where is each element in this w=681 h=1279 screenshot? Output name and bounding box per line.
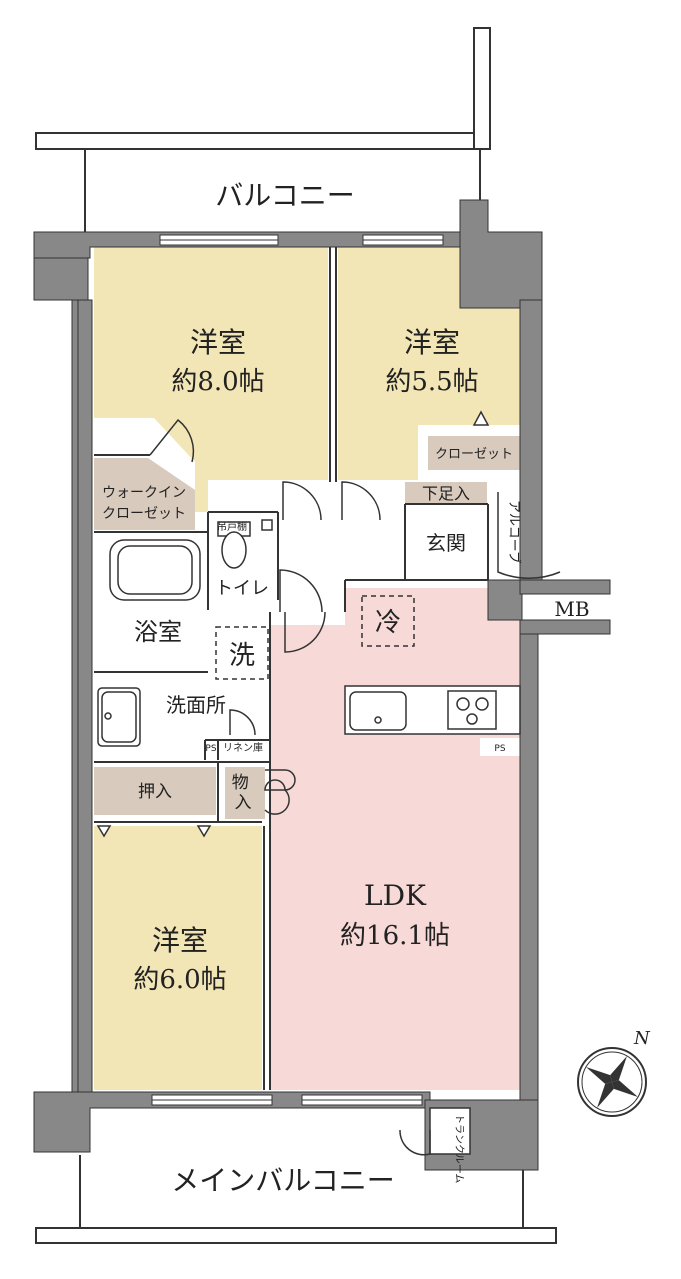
western-nw-name: 洋室	[190, 326, 246, 359]
room-fill-western-ne	[338, 247, 520, 480]
western-ne-size: 約5.5帖	[385, 367, 478, 397]
bathtub	[109, 539, 201, 601]
room-fill-storage	[225, 767, 265, 819]
top-balcony-rail	[35, 27, 491, 232]
closet-ne-label: クローゼット	[435, 447, 513, 462]
north-label: N	[633, 1028, 651, 1049]
windows	[151, 234, 444, 1106]
toilet-label: トイレ	[215, 578, 269, 599]
storage-label-text: 物	[232, 773, 249, 793]
linen-label: リネン庫	[223, 741, 263, 754]
washroom-label: 洗面所	[166, 693, 226, 717]
entrance-label: 玄関	[426, 531, 466, 555]
trunk-room-label: トランクルーム	[453, 1114, 465, 1183]
room-fill-western-sw	[94, 826, 262, 1090]
balcony-top-label: バルコニー	[215, 179, 354, 212]
room-fill-shoe	[405, 482, 487, 504]
mb-box	[519, 579, 611, 635]
compass-icon	[577, 1047, 647, 1117]
storage-label: 物 入	[232, 773, 254, 813]
ps-label-kitchen: PS	[494, 744, 505, 754]
western-sw-name: 洋室	[152, 924, 208, 957]
walkin-label-1: ウォークイン	[102, 485, 186, 501]
partitions	[94, 247, 489, 1090]
fridge-box	[361, 595, 415, 647]
room-fill-oshiire	[94, 767, 216, 815]
trunk-room	[429, 1107, 471, 1155]
shoe-label: 下足入	[422, 484, 470, 503]
washer-label: 洗	[229, 641, 255, 671]
oshiire-label: 押入	[138, 782, 172, 802]
storage-label-text-2: 入	[235, 793, 252, 813]
bottom-balcony-rail	[35, 1155, 557, 1244]
kitchen-counter	[344, 685, 521, 735]
western-nw-size: 約8.0帖	[171, 367, 264, 397]
washer-box	[215, 626, 269, 680]
room-fill-closet-ne	[428, 436, 520, 470]
main-balcony-label: メインバルコニー	[171, 1164, 394, 1197]
ps-label-washroom: PS	[205, 744, 216, 754]
mb-label: MB	[554, 597, 589, 621]
sliding-marks	[96, 410, 490, 838]
walkin-label-2: クローゼット	[102, 506, 186, 522]
bath-label: 浴室	[134, 618, 182, 646]
room-fill-western-nw	[94, 247, 328, 512]
western-ne-name: 洋室	[404, 326, 460, 359]
washbasin	[97, 687, 141, 747]
fridge-label: 冷	[375, 608, 401, 638]
toilet-cabinet-label: 吊戸棚	[217, 520, 247, 533]
western-sw-size: 約6.0帖	[133, 965, 226, 995]
doors	[149, 418, 561, 1156]
room-fill-walkin	[94, 458, 195, 530]
ldk-size: 約16.1帖	[340, 921, 450, 951]
toilet-fixture	[217, 519, 273, 569]
alcove-label: アルコーブ	[506, 500, 522, 564]
room-fill-ldk	[270, 588, 520, 1090]
ldk-name: LDK	[364, 879, 427, 912]
